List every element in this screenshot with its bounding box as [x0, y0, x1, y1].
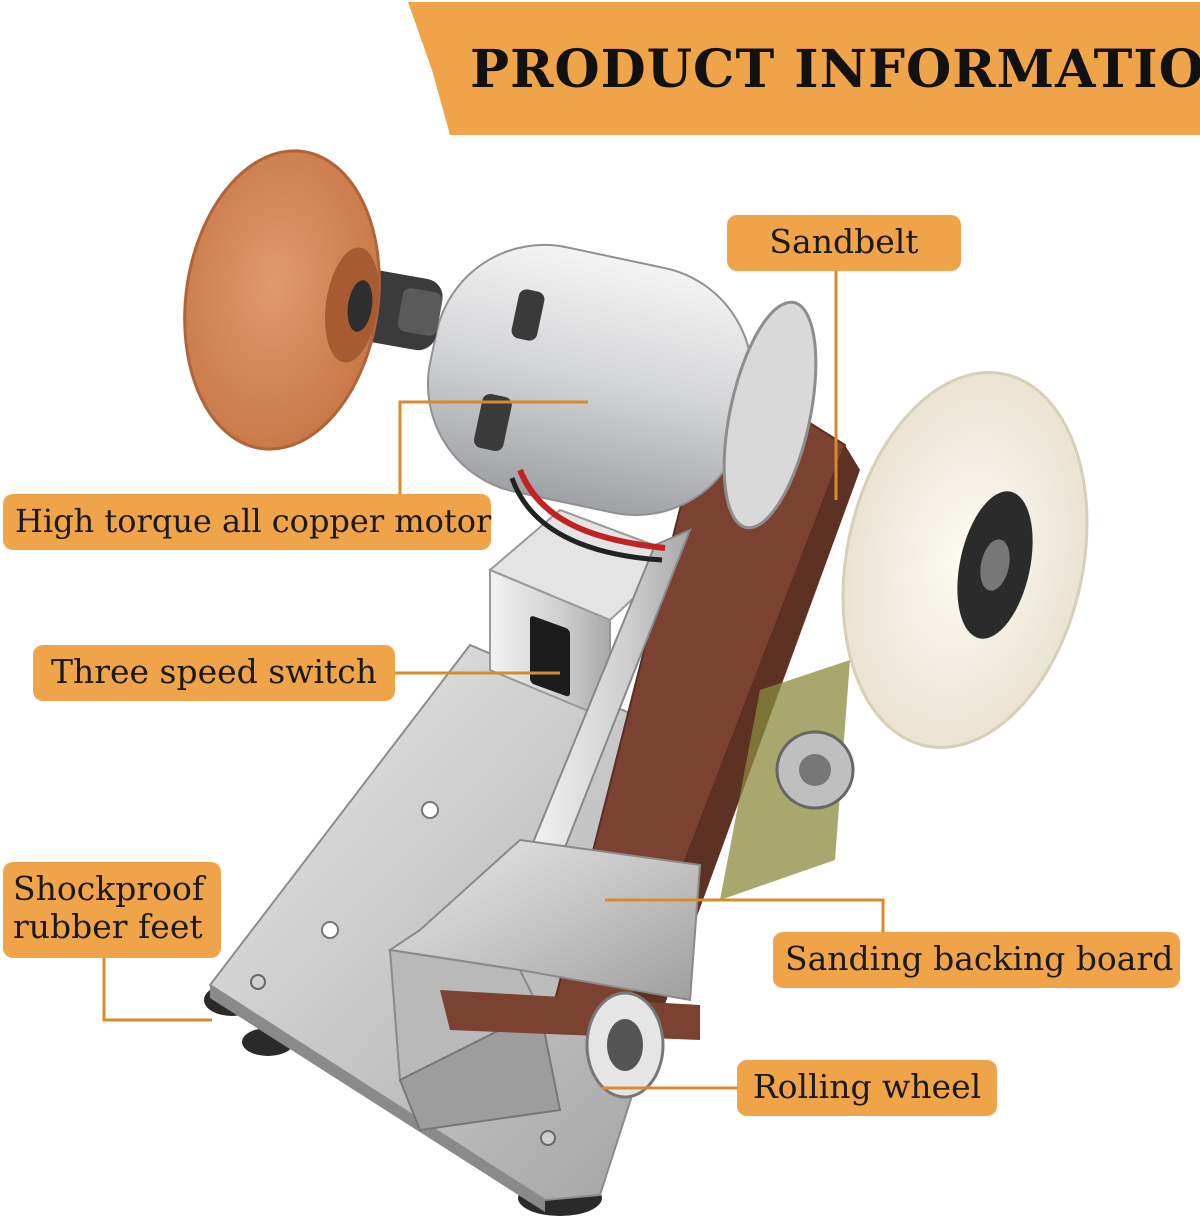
grinding-wheel-icon — [183, 149, 381, 451]
banner-title: PRODUCT INFORMATION — [470, 39, 1200, 100]
callout-rubber-feet: Shockproof rubber feet — [3, 862, 221, 958]
banner-background — [408, 2, 1200, 135]
callout-sandbelt: Sandbelt — [727, 215, 961, 271]
callout-rolling-wheel: Rolling wheel — [737, 1060, 997, 1116]
switch-box — [488, 508, 682, 722]
polishing-wheel-icon — [841, 371, 1089, 749]
callout-motor: High torque all copper motor — [3, 494, 491, 550]
rolling-wheel-icon — [585, 991, 665, 1099]
callout-three-speed-switch: Three speed switch — [33, 645, 395, 701]
callout-backing-board: Sanding backing board — [773, 932, 1180, 988]
